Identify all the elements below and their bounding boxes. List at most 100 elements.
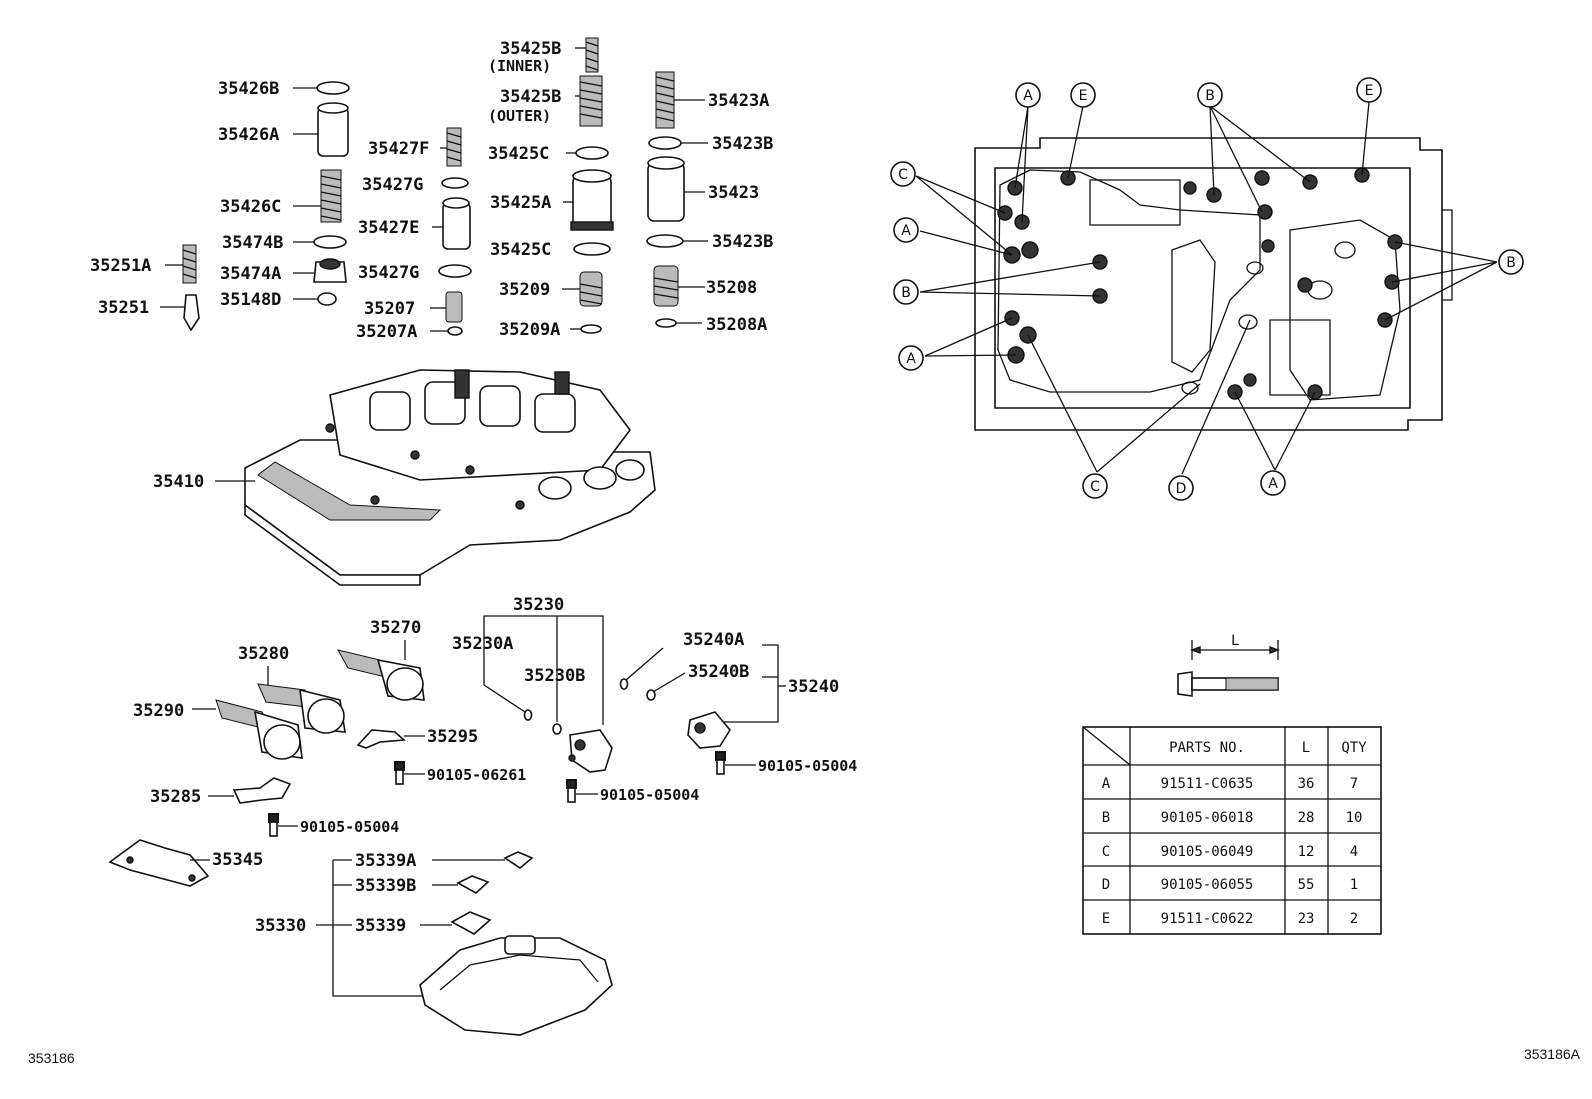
label-35230: 35230 bbox=[513, 595, 564, 615]
bolt-90105-05004-b bbox=[566, 779, 577, 803]
label-35251: 35251 bbox=[98, 298, 149, 318]
label-90105-05004-a: 90105-05004 bbox=[758, 757, 857, 775]
callout-A-left: A bbox=[893, 217, 919, 243]
figure-id-left: 353186 bbox=[28, 1050, 75, 1066]
dimension-L: L bbox=[1231, 633, 1239, 649]
bolt-location-plan: A E B E C A B A bbox=[890, 77, 1524, 501]
callout-E-right: E bbox=[1356, 77, 1382, 103]
label-35410: 35410 bbox=[153, 472, 204, 492]
valve-body-assembly: 35410 bbox=[153, 369, 656, 586]
label-90105-05004-b: 90105-05004 bbox=[600, 786, 699, 804]
bolt-table: PARTS NO. L QTY A 91511-C0635 36 7 B 901… bbox=[1082, 726, 1382, 935]
callout-A-lower-left: A bbox=[898, 345, 924, 371]
table-cell-key: E bbox=[1102, 911, 1110, 927]
label-35339B: 35339B bbox=[355, 876, 416, 896]
label-35474A: 35474A bbox=[220, 264, 281, 284]
svg-text:C: C bbox=[898, 167, 908, 183]
table-cell-part: 90105-06055 bbox=[1161, 877, 1254, 893]
table-row: D 90105-06055 55 1 bbox=[1102, 877, 1358, 893]
label-35426B: 35426B bbox=[218, 79, 279, 99]
table-cell-part: 90105-06049 bbox=[1161, 844, 1254, 860]
svg-text:E: E bbox=[1079, 88, 1088, 104]
svg-text:E: E bbox=[1365, 83, 1374, 99]
table-cell-part: 91511-C0622 bbox=[1161, 911, 1254, 927]
callout-E-left: E bbox=[1070, 82, 1096, 108]
label-35423B-2: 35423B bbox=[712, 232, 773, 252]
label-35209A: 35209A bbox=[499, 320, 560, 340]
label-35240: 35240 bbox=[788, 677, 839, 697]
callout-A-top: A bbox=[1015, 82, 1041, 108]
table-cell-key: A bbox=[1102, 776, 1111, 792]
callout-D-bottom: D bbox=[1168, 475, 1194, 501]
label-35230A: 35230A bbox=[452, 634, 513, 654]
svg-text:D: D bbox=[1176, 481, 1187, 497]
label-outer: (OUTER) bbox=[488, 107, 551, 125]
label-35339: 35339 bbox=[355, 916, 406, 936]
bolt-90105-05004-c bbox=[268, 813, 279, 837]
label-35427G-1: 35427G bbox=[362, 175, 423, 195]
table-cell-part: 90105-06018 bbox=[1161, 810, 1254, 826]
figure-id-right: 353186A bbox=[1523, 1046, 1580, 1062]
label-35345: 35345 bbox=[212, 850, 263, 870]
label-35425A: 35425A bbox=[490, 193, 551, 213]
label-35208A: 35208A bbox=[706, 315, 767, 335]
label-35427G-2: 35427G bbox=[358, 263, 419, 283]
label-35427F: 35427F bbox=[368, 139, 429, 159]
table-cell-qty: 1 bbox=[1350, 877, 1358, 893]
label-35285: 35285 bbox=[150, 787, 201, 807]
table-cell-length: 55 bbox=[1298, 877, 1315, 893]
label-35330: 35330 bbox=[255, 916, 306, 936]
label-inner: (INNER) bbox=[488, 57, 551, 75]
callout-A-bottom: A bbox=[1260, 470, 1286, 496]
bolt-90105-06261 bbox=[394, 761, 405, 785]
bolt-length-illustration: L bbox=[1177, 633, 1280, 697]
table-row: B 90105-06018 28 10 bbox=[1102, 810, 1363, 826]
table-row: C 90105-06049 12 4 bbox=[1102, 844, 1358, 860]
table-cell-qty: 2 bbox=[1350, 911, 1358, 927]
label-35240B: 35240B bbox=[688, 662, 749, 682]
table-cell-length: 28 bbox=[1298, 810, 1315, 826]
label-35207: 35207 bbox=[364, 299, 415, 319]
label-35230B: 35230B bbox=[524, 666, 585, 686]
label-35425B-outer: 35425B bbox=[500, 87, 561, 107]
label-35209: 35209 bbox=[499, 280, 550, 300]
label-35426A: 35426A bbox=[218, 125, 279, 145]
label-35280: 35280 bbox=[238, 644, 289, 664]
svg-text:A: A bbox=[1268, 476, 1278, 492]
label-35290: 35290 bbox=[133, 701, 184, 721]
label-35240A: 35240A bbox=[683, 630, 744, 650]
label-35423B-1: 35423B bbox=[712, 134, 773, 154]
label-35427E: 35427E bbox=[358, 218, 419, 238]
table-cell-qty: 4 bbox=[1350, 844, 1358, 860]
spring-35426C bbox=[320, 169, 342, 223]
callout-C-left: C bbox=[890, 161, 916, 187]
table-cell-key: C bbox=[1102, 844, 1110, 860]
callout-C-bottom: C bbox=[1082, 473, 1108, 499]
svg-text:A: A bbox=[906, 351, 916, 367]
table-cell-key: D bbox=[1102, 877, 1110, 893]
svg-text:C: C bbox=[1090, 479, 1100, 495]
table-cell-qty: 7 bbox=[1350, 776, 1358, 792]
label-35425B-inner: 35425B bbox=[500, 39, 561, 59]
label-35474B: 35474B bbox=[222, 233, 283, 253]
table-row: E 91511-C0622 23 2 bbox=[1102, 911, 1358, 927]
table-header-parts-no: PARTS NO. bbox=[1169, 740, 1245, 756]
label-35423: 35423 bbox=[708, 183, 759, 203]
svg-text:B: B bbox=[1506, 255, 1516, 271]
svg-text:B: B bbox=[1205, 88, 1215, 104]
svg-text:A: A bbox=[1023, 88, 1033, 104]
lower-parts-group: 35230 35230A 35230B 35240A 35240B 35240 … bbox=[108, 595, 857, 1036]
label-35148D: 35148D bbox=[220, 290, 281, 310]
label-35208: 35208 bbox=[706, 278, 757, 298]
svg-text:B: B bbox=[901, 285, 911, 301]
callout-B-left: B bbox=[893, 279, 919, 305]
label-35251A: 35251A bbox=[90, 256, 151, 276]
label-90105-06261: 90105-06261 bbox=[427, 766, 526, 784]
label-35426C: 35426C bbox=[220, 197, 281, 217]
label-35425C-1: 35425C bbox=[488, 144, 549, 164]
table-cell-part: 91511-C0635 bbox=[1161, 776, 1254, 792]
table-row: A 91511-C0635 36 7 bbox=[1102, 776, 1358, 792]
bolt-90105-05004-a bbox=[715, 751, 726, 775]
label-35207A: 35207A bbox=[356, 322, 417, 342]
